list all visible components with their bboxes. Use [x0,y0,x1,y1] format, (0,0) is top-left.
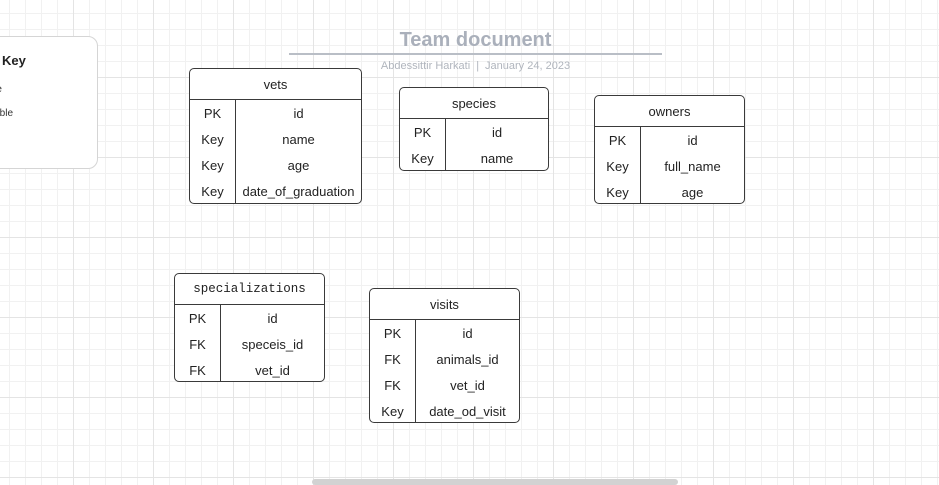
key-cell[interactable]: FK [384,351,401,367]
key-legend-title: Key [2,53,26,68]
field-cell[interactable]: id [687,132,698,148]
field-cell[interactable]: name [480,150,514,166]
key-cell[interactable]: PK [203,105,222,121]
document-meta: Abdessittir Harkati | January 24, 2023 [289,60,662,72]
field-cell[interactable]: id [491,124,503,140]
field-cell[interactable]: vet_id [450,377,485,393]
field-cell[interactable]: speceis_id [241,336,304,352]
field-cell[interactable]: date_od_visit [429,403,506,419]
field-cell[interactable]: id [293,105,304,121]
key-legend-item: able [0,84,17,95]
key-cell[interactable]: PK [383,325,402,341]
key-cell[interactable]: Key [381,403,404,419]
field-cell[interactable]: vet_id [255,362,290,378]
key-cell[interactable]: FK [384,377,401,393]
field-cell[interactable]: id [267,310,278,326]
field-cell[interactable]: age [287,157,310,173]
entity-header[interactable]: owners [595,96,744,127]
key-cell[interactable]: FK [189,362,206,378]
key-cell[interactable]: Key [201,183,224,199]
field-cell[interactable]: date_of_graduation [242,183,355,199]
field-cell[interactable]: name [282,131,315,147]
entity-owners[interactable]: owners PK Key Key id full_name age [594,95,745,204]
field-cell[interactable]: animals_id [436,351,499,367]
document-header: Team document Abdessittir Harkati | Januar… [289,28,662,72]
key-cell[interactable]: Key [606,158,629,174]
field-cell[interactable]: age [681,184,704,200]
field-cell[interactable]: full_name [664,158,721,174]
key-cell[interactable]: PK [188,310,207,326]
entity-header[interactable]: vets [190,69,361,100]
entity-species[interactable]: species PK Key id name [399,87,549,171]
document-date: January 24, 2023 [485,60,571,72]
key-cell[interactable]: Key [201,157,224,173]
key-legend-panel: Key able g table [0,36,98,169]
document-author: Abdessittir Harkati [380,60,471,72]
key-cell[interactable]: Key [606,184,629,200]
entity-header[interactable]: visits [370,289,519,320]
entity-visits[interactable]: visits PK FK FK Key id animals_id vet_id… [369,288,520,423]
meta-separator: | [476,60,480,72]
document-title[interactable]: Team document [289,28,662,55]
entity-specializations[interactable]: specializations PK FK FK id speceis_id v… [174,273,325,382]
entity-header[interactable]: species [400,88,548,119]
entity-vets[interactable]: vets PK Key Key Key id name age date_of_… [189,68,362,204]
field-cell[interactable]: id [462,325,473,341]
horizontal-scrollbar[interactable] [312,479,678,485]
key-cell[interactable]: Key [201,131,224,147]
key-legend-item: g table [0,108,14,119]
key-cell[interactable]: PK [413,124,432,140]
key-cell[interactable]: PK [608,132,627,148]
key-cell[interactable]: Key [411,150,434,166]
entity-header[interactable]: specializations [175,274,324,305]
key-cell[interactable]: FK [189,336,206,352]
